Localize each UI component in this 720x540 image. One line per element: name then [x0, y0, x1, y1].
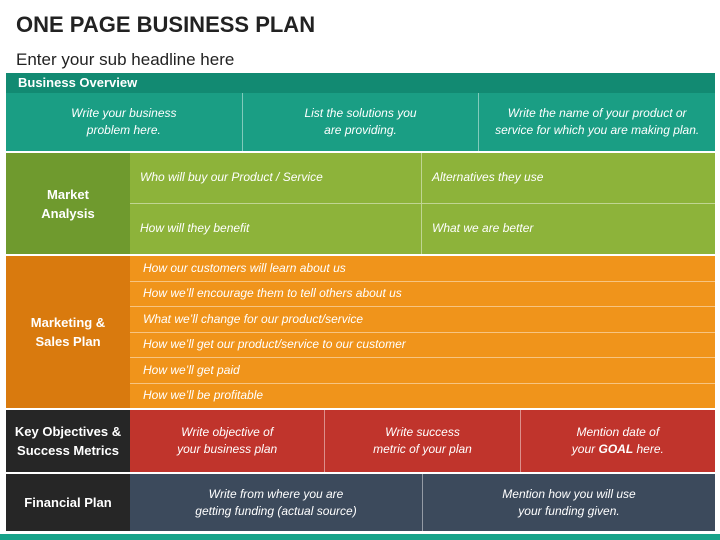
overview-cell-problem-line2: problem here.: [86, 123, 161, 137]
overview-cell-problem-line1: Write your business: [71, 106, 177, 120]
objectives-cell-goal-date: Mention date of your GOAL here.: [521, 410, 715, 472]
financial-plan-row: Financial Plan Write from where you are g…: [6, 474, 715, 531]
goal-line2-pre: your: [571, 442, 599, 456]
marketing-sales-row: Marketing & Sales Plan How our customers …: [6, 256, 715, 408]
financial-plan-label: Financial Plan: [6, 474, 130, 531]
market-analysis-grid: Who will buy our Product / Service Alter…: [130, 153, 715, 254]
funding-use-line2: your funding given.: [518, 503, 620, 518]
marketing-sales-label: Marketing & Sales Plan: [6, 256, 130, 408]
marketing-item: How we’ll be profitable: [143, 388, 264, 403]
funding-use-line1: Mention how you will use: [502, 486, 636, 501]
marketing-item: What we’ll change for our product/servic…: [130, 307, 715, 333]
overview-cell-solutions-line1: List the solutions you: [304, 106, 417, 120]
overview-cell-product: Write the name of your product or service…: [479, 93, 715, 151]
marketing-label-line1: Marketing &: [30, 315, 106, 330]
business-overview-row: Write your business problem here. List th…: [6, 93, 715, 151]
goal-keyword: GOAL: [598, 442, 634, 456]
marketing-item: How we’ll get our product/service to our…: [130, 333, 715, 358]
overview-cell-problem: Write your business problem here.: [6, 93, 243, 151]
key-objectives-label: Key Objectives & Success Metrics: [6, 410, 130, 472]
market-cell-benefit: How will they benefit: [130, 203, 422, 254]
market-label-line1: Market: [47, 186, 89, 202]
market-label-line2: Analysis: [41, 205, 95, 221]
metric-line1: Write success: [385, 425, 460, 439]
page-subtitle: Enter your sub headline here: [16, 50, 235, 69]
marketing-label-line2: Sales Plan: [35, 334, 101, 349]
objectives-label-line2: Success Metrics: [17, 443, 119, 458]
marketing-sales-list: How our customers will learn about us Ho…: [130, 256, 715, 408]
marketing-item: How we’ll encourage them to tell others …: [130, 282, 715, 307]
objective-line2: your business plan: [177, 442, 278, 456]
objectives-label-line1: Key Objectives &: [14, 424, 122, 439]
funding-source-line2: getting funding (actual source): [195, 503, 357, 518]
footer-accent-bar: [0, 534, 720, 540]
objective-line1: Write objective of: [181, 425, 274, 439]
funding-source-line1: Write from where you are: [208, 486, 344, 501]
goal-line1: Mention date of: [576, 425, 660, 439]
financial-plan-cells: Write from where you are getting funding …: [130, 474, 715, 531]
overview-cell-solutions-line2: are providing.: [324, 123, 397, 137]
metric-line2: metric of your plan: [373, 442, 472, 456]
marketing-item: How our customers will learn about us: [130, 256, 715, 282]
market-cell-better: What we are better: [432, 221, 534, 236]
market-cell-alternatives: Alternatives they use: [422, 153, 715, 204]
market-cell-buyers: Who will buy our Product / Service: [130, 153, 422, 204]
financial-cell-source: Write from where you are getting funding …: [130, 474, 423, 531]
business-overview-header: Business Overview: [6, 73, 715, 93]
overview-cell-product-line1: Write the name of your product or: [507, 106, 687, 120]
overview-cell-product-line2: service for which you are making plan.: [495, 123, 700, 137]
key-objectives-row: Key Objectives & Success Metrics Write ob…: [6, 410, 715, 472]
marketing-item: How we’ll get paid: [130, 358, 715, 384]
goal-line2-post: here.: [633, 442, 664, 456]
objectives-cell-metric: Write success metric of your plan: [325, 410, 521, 472]
objectives-cell-objective: Write objective of your business plan: [130, 410, 326, 472]
overview-cell-solutions: List the solutions you are providing.: [243, 93, 480, 151]
key-objectives-cells: Write objective of your business plan Wri…: [130, 410, 715, 472]
page-title: ONE PAGE BUSINESS PLAN: [16, 12, 316, 37]
financial-cell-use: Mention how you will use your funding giv…: [423, 474, 715, 531]
